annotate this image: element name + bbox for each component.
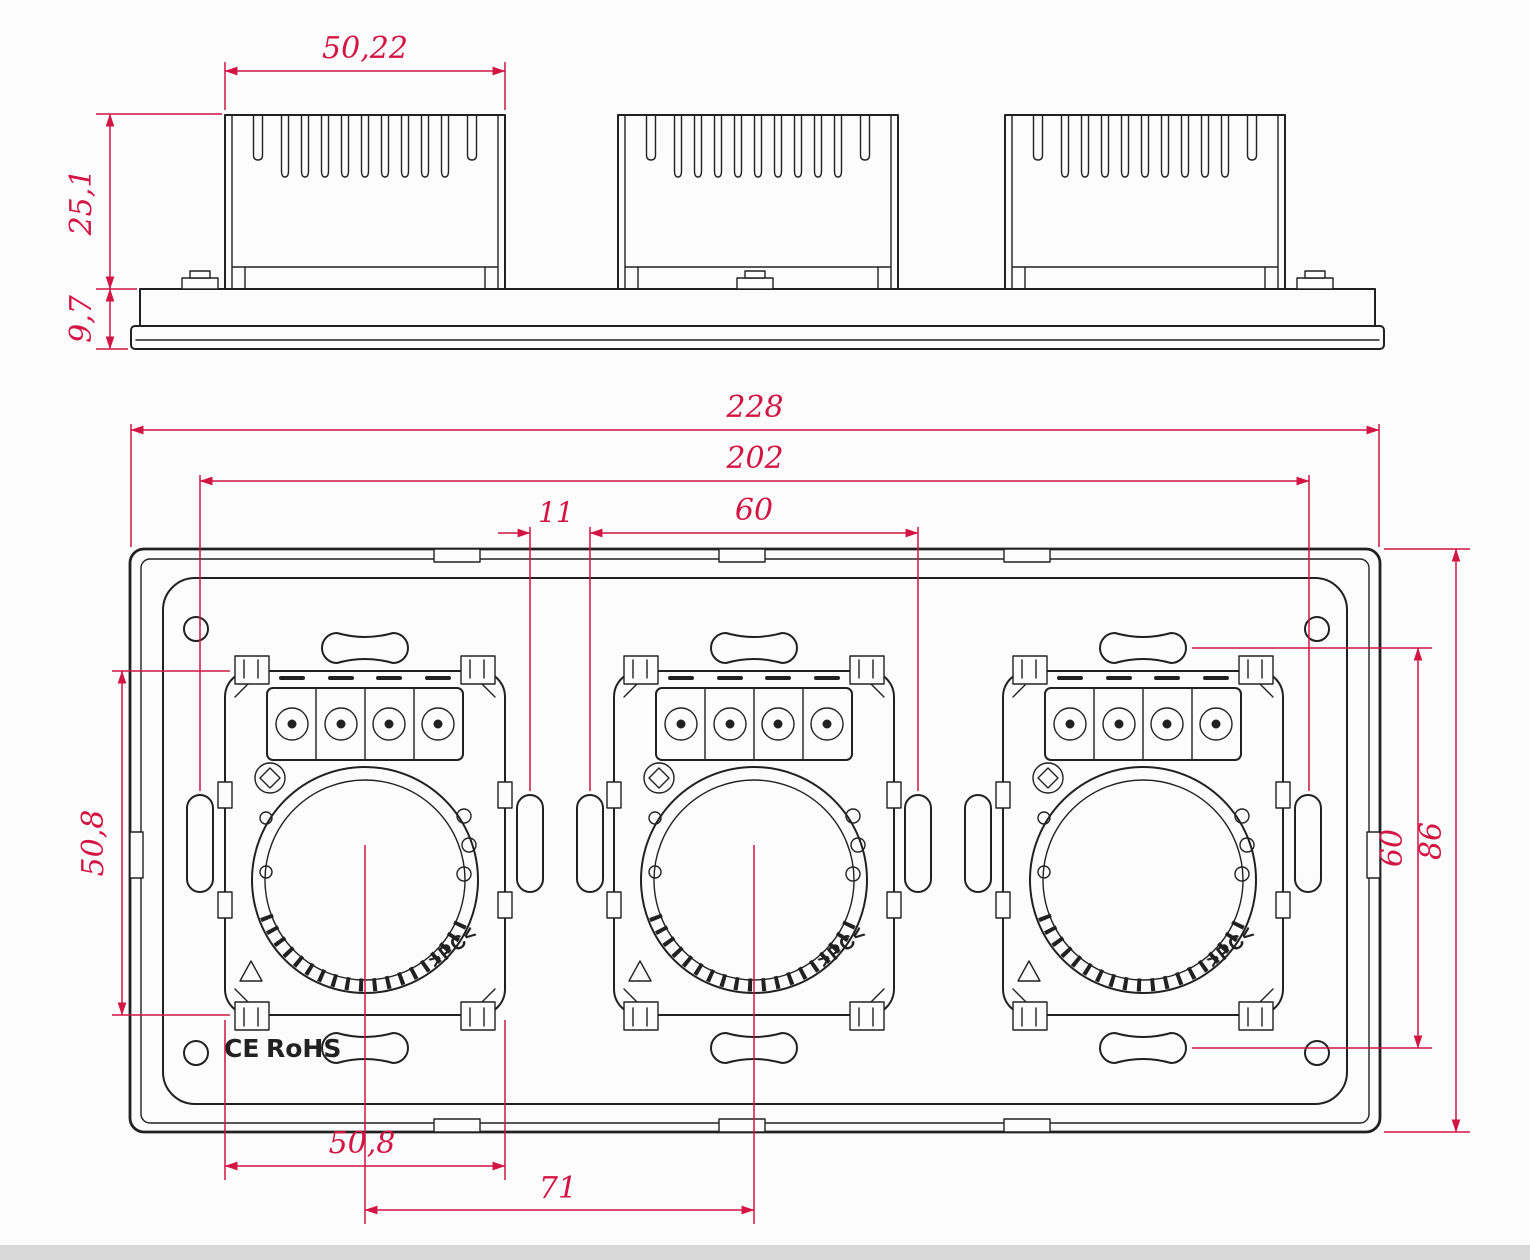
dim-block-height: 25,1 (64, 113, 222, 290)
rohs-mark: RoHS (266, 1034, 341, 1063)
ce-rohs-mark: CE RoHS (224, 1034, 341, 1063)
dim-label-slot-gap: 11 (538, 496, 574, 529)
dim-label-module-pitch: 71 (539, 1171, 577, 1206)
dim-screw-span: 60 (1192, 647, 1432, 1049)
screw-slot-top-1 (321, 632, 409, 664)
mount-slot-right (1294, 794, 1322, 893)
plate-clip-2 (736, 270, 774, 290)
dim-overall-width: 228 (130, 390, 1380, 547)
dim-label-screw-span: 60 (1375, 829, 1410, 867)
mount-slot-gap2-b (964, 794, 992, 893)
plate-clip-1 (181, 270, 219, 290)
dim-slot-span: 60 (589, 493, 919, 791)
module-3 (996, 656, 1290, 1030)
dim-overall-height: 86 (1384, 548, 1470, 1133)
front-view: CE RoHS 228 202 60 11 (76, 390, 1470, 1224)
side-view: 50,22 25,1 9,7 (64, 31, 1385, 350)
connector-block-1 (224, 114, 506, 290)
base-plate (130, 288, 1385, 350)
dim-label-module-height: 50,8 (76, 810, 111, 877)
mount-slot-left (186, 794, 214, 893)
plate-clip-3 (1296, 270, 1334, 290)
screw-slot-bottom-3 (1099, 1032, 1187, 1064)
dim-module-pitch: 71 (364, 845, 755, 1224)
dim-label-block-height: 25,1 (64, 169, 99, 237)
screw-slot-top-3 (1099, 632, 1187, 664)
mount-slot-gap1-b (576, 794, 604, 893)
dim-module-width: 50,8 (224, 1020, 506, 1180)
dim-module-height: 50,8 (76, 670, 230, 1016)
ce-mark: CE (224, 1034, 259, 1063)
screw-slot-top-2 (710, 632, 798, 664)
dim-plate-thickness: 9,7 (64, 288, 128, 350)
dim-label-block-width: 50,22 (322, 31, 408, 66)
mount-slot-gap1-a (516, 794, 544, 893)
panel-frame (128, 547, 1382, 1134)
dim-slot-gap: 11 (498, 496, 574, 791)
corner-holes (183, 616, 1330, 1066)
dim-label-overall-height: 86 (1414, 822, 1449, 860)
dim-label-mount-span: 202 (725, 441, 783, 476)
dim-block-width: 50,22 (224, 31, 506, 110)
mount-slot-gap2-a (904, 794, 932, 893)
connector-block-3 (1004, 114, 1286, 290)
edge-tabs (129, 548, 1381, 1133)
bottom-strip (0, 1245, 1530, 1260)
dim-mount-span: 202 (199, 441, 1310, 791)
dim-label-module-width: 50,8 (329, 1126, 396, 1161)
dim-label-overall-width: 228 (725, 390, 783, 425)
connector-block-2 (617, 114, 899, 290)
dim-label-plate-thickness: 9,7 (64, 294, 99, 343)
dim-label-slot-span: 60 (735, 493, 773, 528)
